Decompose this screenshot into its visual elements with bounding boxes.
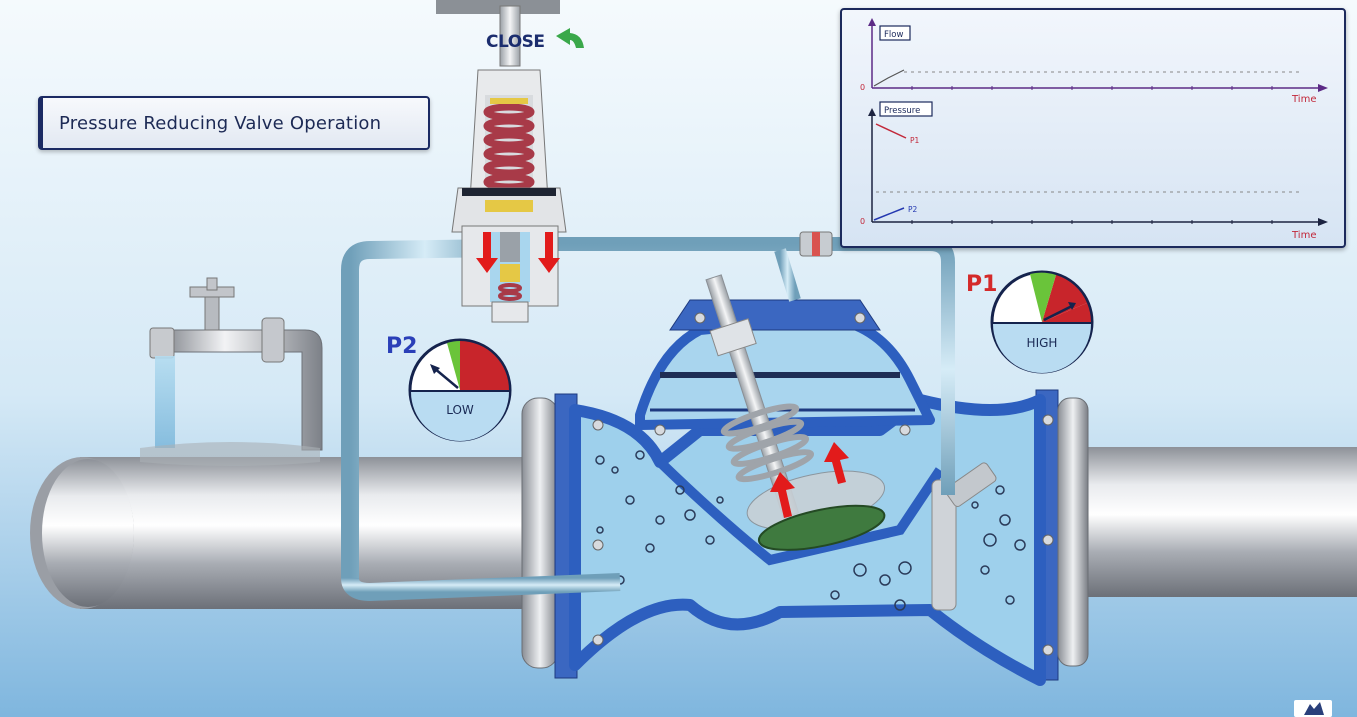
inlet-flange bbox=[521, 393, 578, 679]
diagram-title: Pressure Reducing Valve Operation bbox=[38, 96, 430, 150]
logo-icon bbox=[1294, 700, 1332, 717]
pilot-valve bbox=[436, 0, 567, 323]
pressure-time-label: Time bbox=[1291, 230, 1316, 241]
water-stream bbox=[155, 356, 175, 448]
graph-panel: Flow Pressure Time Time 0 0 P1 P2 bbox=[840, 8, 1346, 248]
pilot-action-label: CLOSE bbox=[486, 32, 545, 52]
flow-direction-arrows bbox=[476, 232, 849, 518]
faucet bbox=[140, 277, 323, 466]
p2-label: P2 bbox=[386, 334, 418, 359]
p1-state-text: HIGH bbox=[1026, 336, 1058, 350]
diagram-title-text: Pressure Reducing Valve Operation bbox=[59, 112, 382, 134]
valve-body bbox=[569, 274, 1054, 686]
p2-series-line bbox=[873, 207, 905, 221]
p1-gauge bbox=[990, 270, 1094, 374]
p2-state-text: LOW bbox=[446, 403, 474, 417]
pilot-lower-spring bbox=[498, 283, 522, 301]
time-ticks bbox=[911, 86, 1273, 90]
flow-axis-label: Flow bbox=[884, 30, 903, 40]
flow-series bbox=[873, 69, 905, 87]
p2-series-label: P2 bbox=[908, 205, 918, 214]
main-pipe bbox=[30, 447, 1357, 609]
main-spring bbox=[720, 403, 815, 483]
p1-label: P1 bbox=[966, 272, 998, 297]
p1-series-label: P1 bbox=[910, 136, 920, 145]
pressure-time-ticks bbox=[911, 220, 1273, 224]
flange-bolts bbox=[592, 312, 1054, 656]
p2-gauge bbox=[408, 338, 512, 442]
flow-origin-label: 0 bbox=[860, 83, 865, 92]
pressure-axis-label: Pressure bbox=[884, 106, 920, 116]
pilot-spring bbox=[483, 103, 535, 191]
close-arrow-icon bbox=[556, 28, 584, 48]
p1-series-line bbox=[875, 123, 907, 139]
pressure-origin-label: 0 bbox=[860, 217, 865, 226]
flow-bubbles bbox=[595, 450, 1026, 611]
flow-time-label: Time bbox=[1291, 94, 1316, 105]
